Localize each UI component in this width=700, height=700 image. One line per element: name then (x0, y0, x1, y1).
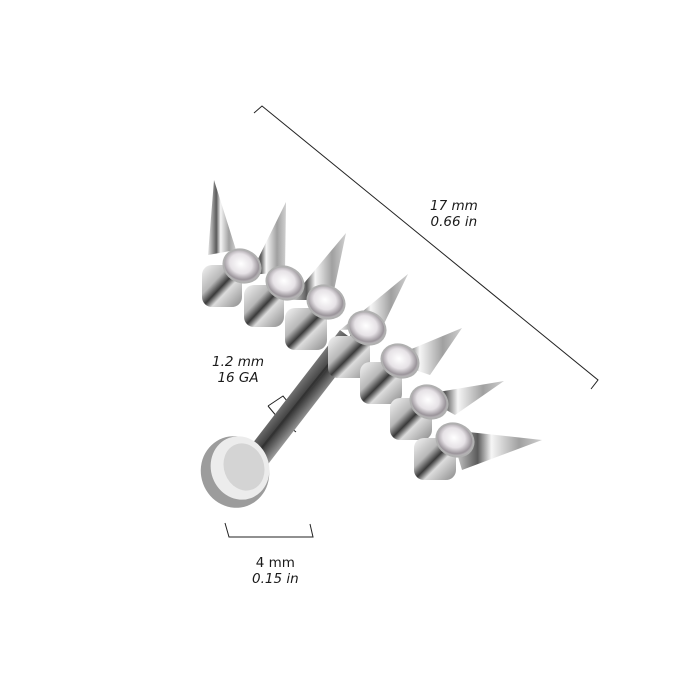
length-imperial: 0.66 in (430, 214, 478, 230)
disc-dimension-line (224, 522, 314, 538)
gauge-ga: 16 GA (217, 370, 259, 386)
disc-metric: 4 mm (255, 555, 295, 571)
disc-label: 4 mm 0.15 in (252, 555, 299, 587)
length-metric: 17 mm (430, 198, 478, 214)
length-label: 17 mm 0.66 in (430, 198, 478, 230)
spikes (208, 180, 542, 470)
gauge-label: 1.2 mm 16 GA (212, 354, 264, 386)
clear-gems (222, 248, 475, 458)
disc-imperial: 0.15 in (252, 571, 299, 587)
flat-disc-back (200, 436, 270, 508)
length-dimension-line (253, 105, 599, 390)
gauge-metric: 1.2 mm (212, 354, 265, 370)
